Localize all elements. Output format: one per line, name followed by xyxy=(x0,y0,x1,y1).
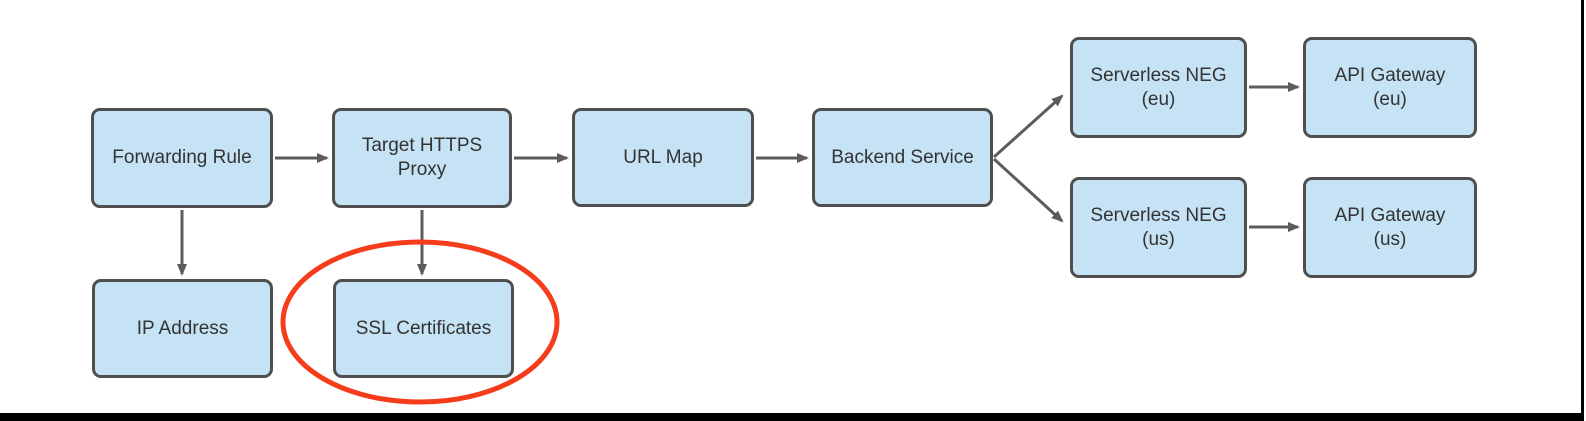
arrow-backend-service-to-serverless-neg-us xyxy=(992,157,1064,223)
node-label: Serverless NEG (us) xyxy=(1090,204,1227,250)
node-forwarding-rule[interactable]: Forwarding Rule xyxy=(91,108,273,208)
node-label: SSL Certificates xyxy=(355,317,492,339)
node-label: API Gateway (eu) xyxy=(1334,64,1446,110)
arrow-backend-service-to-serverless-neg-eu xyxy=(992,94,1064,159)
node-label: Backend Service xyxy=(831,146,974,168)
window-edge-right xyxy=(1581,0,1584,421)
node-label: API Gateway (us) xyxy=(1334,204,1446,250)
node-label: Target HTTPS Proxy xyxy=(361,135,483,180)
node-label: Forwarding Rule xyxy=(112,147,252,169)
window-edge-bottom xyxy=(0,413,1584,421)
node-label: URL Map xyxy=(623,146,703,168)
node-url-map[interactable]: URL Map xyxy=(572,108,754,207)
node-serverless-neg-us[interactable]: Serverless NEG (us) xyxy=(1070,177,1247,278)
node-api-gateway-eu[interactable]: API Gateway (eu) xyxy=(1303,37,1477,138)
node-label: Serverless NEG (eu) xyxy=(1090,64,1227,110)
node-serverless-neg-eu[interactable]: Serverless NEG (eu) xyxy=(1070,37,1247,138)
node-ssl-certificates[interactable]: SSL Certificates xyxy=(333,279,514,378)
node-backend-service[interactable]: Backend Service xyxy=(812,108,993,207)
node-target-https-proxy[interactable]: Target HTTPS Proxy xyxy=(332,108,512,208)
node-api-gateway-us[interactable]: API Gateway (us) xyxy=(1303,177,1477,278)
node-ip-address[interactable]: IP Address xyxy=(92,279,273,378)
node-label: IP Address xyxy=(136,317,229,339)
